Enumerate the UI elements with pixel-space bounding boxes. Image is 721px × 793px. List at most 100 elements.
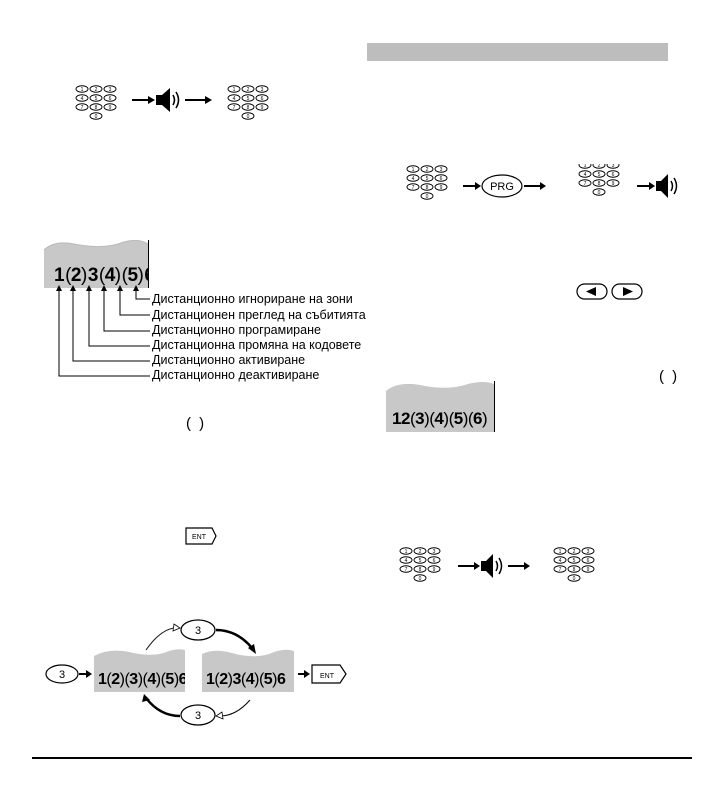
keypad-key-1: 1 [578, 164, 592, 169]
arrow-right-icon [185, 96, 212, 104]
keypad-key-0: 0 [567, 574, 581, 582]
keypad-key-0: 0 [413, 574, 427, 582]
svg-text:5: 5 [573, 558, 576, 564]
keypad-key-6: 6 [606, 170, 620, 178]
svg-text:7: 7 [405, 567, 408, 573]
lcd-digit-5: 5 [161, 671, 179, 689]
ent-key: ENT [311, 664, 347, 684]
keypad-key-4: 4 [553, 556, 567, 564]
legend-item: Дистанционен преглед на събитията [152, 308, 366, 322]
key-3-button: 3 [45, 664, 79, 684]
lcd-digit-6: 6 [277, 671, 286, 688]
lcd-digit-5: 5 [259, 671, 277, 689]
lcd-digit-3: 3 [87, 265, 99, 286]
keypad-key-2: 2 [567, 547, 581, 555]
keypad-key-1: 1 [75, 85, 89, 93]
svg-text:7: 7 [81, 105, 84, 111]
lcd-digit-1: 1 [206, 671, 215, 688]
svg-text:0: 0 [573, 576, 576, 582]
keypad-key-8: 8 [89, 103, 103, 111]
svg-text:6: 6 [109, 96, 112, 102]
keypad-key-7: 7 [75, 103, 89, 111]
svg-text:7: 7 [412, 185, 415, 191]
keypad-key-3: 3 [427, 547, 441, 555]
keypad-key-4: 4 [578, 170, 592, 178]
svg-text:0: 0 [95, 114, 98, 120]
svg-text:3: 3 [195, 710, 201, 722]
keypad-key-5: 5 [413, 556, 427, 564]
right-arrow-key [611, 283, 643, 300]
keypad-key-6: 6 [434, 174, 448, 182]
svg-text:5: 5 [247, 96, 250, 102]
svg-text:7: 7 [559, 567, 562, 573]
lcd-digit-2: 2 [214, 671, 232, 689]
svg-text:ENT: ENT [320, 673, 335, 680]
keypad-key-6: 6 [581, 556, 595, 564]
keypad-key-4: 4 [406, 174, 420, 182]
lcd-digit-2: 2 [400, 409, 410, 428]
keypad-key-9: 9 [581, 565, 595, 573]
speaker-icon [656, 174, 678, 198]
scroll-arrow-keys [576, 283, 643, 300]
prg-key: PRG [481, 174, 523, 198]
keypad-key-3: 3 [434, 165, 448, 173]
keypad-key-3: 3 [255, 85, 269, 93]
svg-text:5: 5 [419, 558, 422, 564]
svg-text:5: 5 [95, 96, 98, 102]
svg-text:2: 2 [426, 167, 429, 173]
ent-key: ENT [185, 527, 217, 545]
lcd-digit-3: 3 [232, 671, 241, 688]
keypad-key-1: 1 [227, 85, 241, 93]
keypad-key-7: 7 [578, 179, 592, 187]
speaker-icon [481, 554, 503, 578]
svg-text:8: 8 [573, 567, 576, 573]
lcd-digit-4: 4 [99, 265, 121, 287]
keypad-key-3: 3 [606, 164, 620, 169]
bracket-symbol: ( ) [186, 415, 207, 432]
svg-text:9: 9 [261, 105, 264, 111]
svg-text:6: 6 [587, 558, 590, 564]
keypad-key-9: 9 [606, 179, 620, 187]
key-3-button: 3 [180, 704, 216, 726]
svg-text:4: 4 [559, 558, 562, 564]
svg-text:3: 3 [612, 164, 615, 169]
svg-text:1: 1 [81, 87, 84, 93]
svg-text:5: 5 [598, 172, 601, 178]
keypad-key-9: 9 [427, 565, 441, 573]
svg-text:9: 9 [612, 181, 615, 187]
keypad-key-3: 3 [581, 547, 595, 555]
svg-text:1: 1 [412, 167, 415, 173]
svg-text:3: 3 [440, 167, 443, 173]
legend-item: Дистанционно активиране [152, 353, 306, 367]
svg-text:4: 4 [233, 96, 236, 102]
keypad-key-6: 6 [103, 94, 117, 102]
svg-text:9: 9 [433, 567, 436, 573]
lcd-digit-6: 6 [468, 409, 487, 429]
svg-text:6: 6 [433, 558, 436, 564]
svg-text:8: 8 [598, 181, 601, 187]
lcd-digit-1: 1 [392, 409, 401, 428]
keypad-key-5: 5 [420, 174, 434, 182]
keypad-key-6: 6 [427, 556, 441, 564]
svg-text:8: 8 [247, 105, 250, 111]
section-header-bar [367, 43, 668, 61]
svg-text:4: 4 [584, 172, 587, 178]
keypad-key-0: 0 [592, 188, 606, 196]
keypad-key-1: 1 [399, 547, 413, 555]
svg-text:0: 0 [426, 194, 429, 200]
keypad-key-2: 2 [89, 85, 103, 93]
svg-text:9: 9 [587, 567, 590, 573]
lcd-digit-5: 5 [449, 409, 468, 429]
svg-text:0: 0 [419, 576, 422, 582]
keypad-key-2: 2 [241, 85, 255, 93]
keypad-key-0: 0 [420, 192, 434, 200]
svg-text:6: 6 [261, 96, 264, 102]
